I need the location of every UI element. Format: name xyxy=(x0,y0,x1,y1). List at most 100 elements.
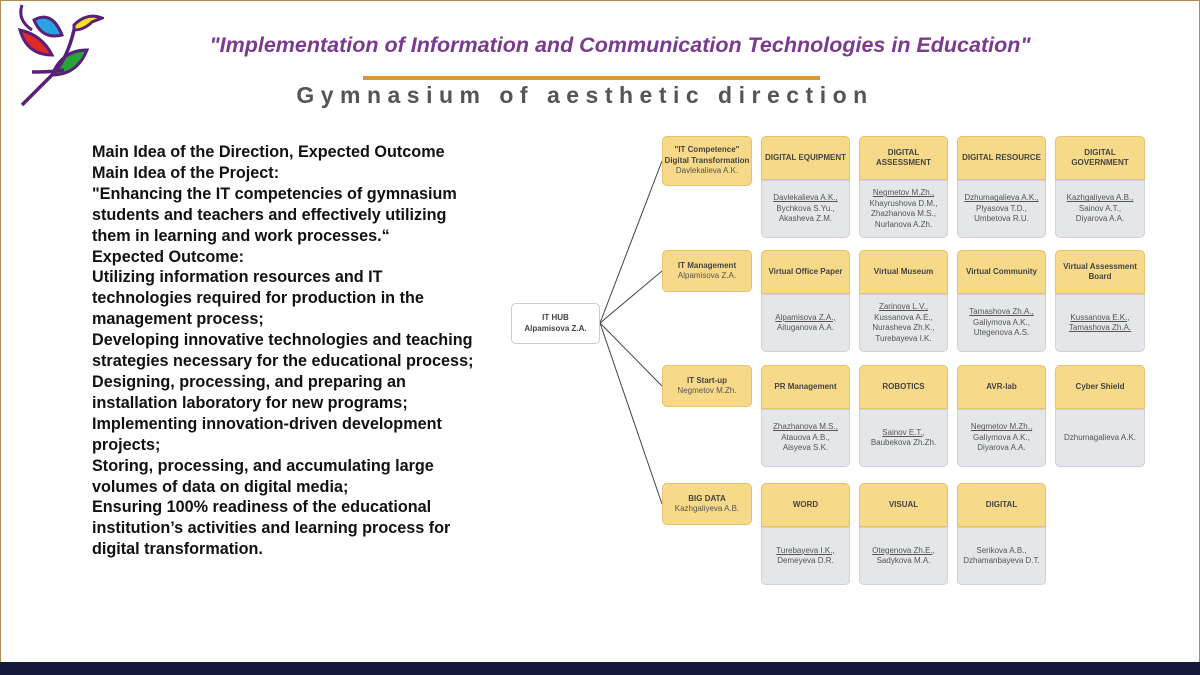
card-title: Virtual Office Paper xyxy=(768,266,843,276)
hub-title: IT HUB xyxy=(542,313,569,322)
card-title: Virtual Museum xyxy=(873,266,934,276)
card-member: Negmetov M.Zh., xyxy=(872,188,935,197)
card-member: Akasheva Z.M. xyxy=(778,214,833,224)
card-header: VISUAL xyxy=(859,483,948,527)
card-title: ROBOTICS xyxy=(882,381,925,391)
card-member: Atauova A.B., xyxy=(781,432,830,442)
lead-person: Negmetov M.Zh. xyxy=(677,386,737,395)
it-hub-node: IT HUB Alpamisova Z.A. xyxy=(511,303,600,344)
text-line: Main Idea of the Direction, Expected Out… xyxy=(92,143,445,161)
text-line: Storing, processing, and accumulating la… xyxy=(92,456,434,496)
card-member: Zhazhanova M.S., xyxy=(773,422,838,432)
card-member: Diyarova A.A. xyxy=(1075,214,1125,224)
card-member: Baubekova Zh.Zh. xyxy=(870,438,937,447)
card-body: Dzhumagalieva A.K.,Plyasova T.D.,Umbetov… xyxy=(957,180,1046,238)
card-title: Cyber Shield xyxy=(1075,381,1125,391)
text-line: "Enhancing the IT competencies of gymnas… xyxy=(92,184,457,245)
card-header: Virtual Assessment Board xyxy=(1055,250,1145,294)
card-title: PR Management xyxy=(774,381,837,391)
connector-line xyxy=(599,322,663,387)
card-member: Sadykova M.A. xyxy=(876,556,931,565)
card-header: WORD xyxy=(761,483,850,527)
hummingbird-logo-icon xyxy=(17,4,104,107)
card-member: Utegenova A.S. xyxy=(973,328,1030,338)
hub-person: Alpamisova Z.A. xyxy=(524,323,587,333)
lead-title: "IT Competence" Digital Transformation xyxy=(664,145,750,165)
card-title: DIGITAL GOVERNMENT xyxy=(1071,147,1129,168)
card-member: Aituganova A.A. xyxy=(777,323,834,332)
card-member: Kazhgaliyeva A.B., xyxy=(1066,193,1134,203)
card-body: Zarinova L.V.,Kussanova A.E.,Nurasheva Z… xyxy=(859,294,948,352)
card-member: Dzhumagalieva A.K. xyxy=(1063,432,1137,442)
card-member: Umbetova R.U. xyxy=(974,214,1029,224)
card-member: Khayrushova D.M., xyxy=(869,198,938,208)
card-member: Demeyeva D.R. xyxy=(777,556,834,565)
text-line: Main Idea of the Project: xyxy=(92,163,280,182)
card-header: DIGITAL EQUIPMENT xyxy=(761,136,850,180)
card-member: Sainov A.T., xyxy=(1078,203,1122,213)
lead-title: IT Management xyxy=(677,260,737,270)
card-member: Zhazhanova M.S., xyxy=(871,209,936,218)
card-header: Virtual Office Paper xyxy=(761,250,850,294)
card-body: Dzhumagalieva A.K. xyxy=(1055,409,1145,467)
card-title: AVR-lab xyxy=(986,381,1017,391)
card-member: Kussanova A.E., xyxy=(874,312,933,322)
card-header: ROBOTICS xyxy=(859,365,948,409)
card-header: DIGITAL ASSESSMENT xyxy=(859,136,948,180)
card-member: Tamashova Zh.A., xyxy=(969,307,1034,317)
card-title: Virtual Community xyxy=(966,266,1037,276)
card-member: Sainov E.T., xyxy=(882,427,925,437)
card-member: Davlekalieva A.K., xyxy=(773,193,838,203)
card-member: Plyasova T.D., xyxy=(976,203,1027,213)
card-body: Tamashova Zh.A.,Galiymova A.K.,Utegenova… xyxy=(957,294,1046,352)
connector-line xyxy=(599,270,663,324)
connector-line xyxy=(599,160,663,324)
card-member: Otegenova Zh.E., xyxy=(872,545,935,555)
slide-title: "Implementation of Information and Commu… xyxy=(209,33,1031,57)
card-body: Negmetov M.Zh.,Galiymova A.K.,Diyarova A… xyxy=(957,409,1046,467)
card-body: Serikova A.B.,Dzhamanbayeva D.T. xyxy=(957,527,1046,585)
lead-person: Davlekalieva A.K. xyxy=(675,166,739,176)
card-body: Zhazhanova M.S.,Atauova A.B.,Aisyeva S.K… xyxy=(761,409,850,467)
card-title: DIGITAL ASSESSMENT xyxy=(875,147,932,168)
card-body: Sainov E.T.,Baubekova Zh.Zh. xyxy=(859,409,948,467)
card-title: DIGITAL EQUIPMENT xyxy=(764,152,847,162)
card-body: Otegenova Zh.E.,Sadykova M.A. xyxy=(859,527,948,585)
card-header: DIGITAL xyxy=(957,483,1046,527)
card-member: Serikova A.B., xyxy=(976,545,1027,555)
card-body: Turebayeva I.K.,Demeyeva D.R. xyxy=(761,527,850,585)
card-member: Turebayeva I.K. xyxy=(875,333,932,343)
card-header: Virtual Community xyxy=(957,250,1046,294)
card-member: Dzhamanbayeva D.T. xyxy=(963,556,1040,565)
card-member: Aisyeva S.K. xyxy=(782,443,829,453)
card-member: Negmetov M.Zh., xyxy=(970,422,1033,432)
card-title: Virtual Assessment Board xyxy=(1063,261,1137,282)
card-title: WORD xyxy=(792,499,819,509)
lead-title: IT Start-up xyxy=(687,375,727,385)
card-member: Zarinova L.V., xyxy=(878,302,929,311)
text-line: Designing, processing, and preparing an … xyxy=(92,372,408,412)
slide-subtitle: Gymnasium of aesthetic direction xyxy=(296,82,874,108)
card-member: Nurasheva Zh.K., xyxy=(872,323,935,332)
card-member: Nurlanova A.Zh. xyxy=(874,219,933,229)
card-title: DIGITAL RESOURCE xyxy=(962,152,1041,162)
card-title: VISUAL xyxy=(888,499,919,509)
card-body: Kazhgaliyeva A.B.,Sainov A.T.,Diyarova A… xyxy=(1055,180,1145,238)
card-body: Alpamisova Z.A.,Aituganova A.A. xyxy=(761,294,850,352)
lead-title: BIG DATA xyxy=(688,493,726,503)
description-text: Main Idea of the Direction, Expected Out… xyxy=(92,142,477,560)
card-header: Cyber Shield xyxy=(1055,365,1145,409)
card-title: DIGITAL xyxy=(985,499,1018,509)
card-member: Bychkova S.Yu., xyxy=(776,203,835,213)
card-header: Virtual Museum xyxy=(859,250,948,294)
card-body: Davlekalieva A.K.,Bychkova S.Yu.,Akashev… xyxy=(761,180,850,238)
text-line: Implementing innovation-driven developme… xyxy=(92,414,442,454)
card-member: Turebayeva I.K., xyxy=(776,545,835,555)
card-body: Kussanova E.K.,Tamashova Zh.A. xyxy=(1055,294,1145,352)
card-member: Dzhumagalieva A.K., xyxy=(964,193,1039,203)
title-underline xyxy=(363,76,820,80)
